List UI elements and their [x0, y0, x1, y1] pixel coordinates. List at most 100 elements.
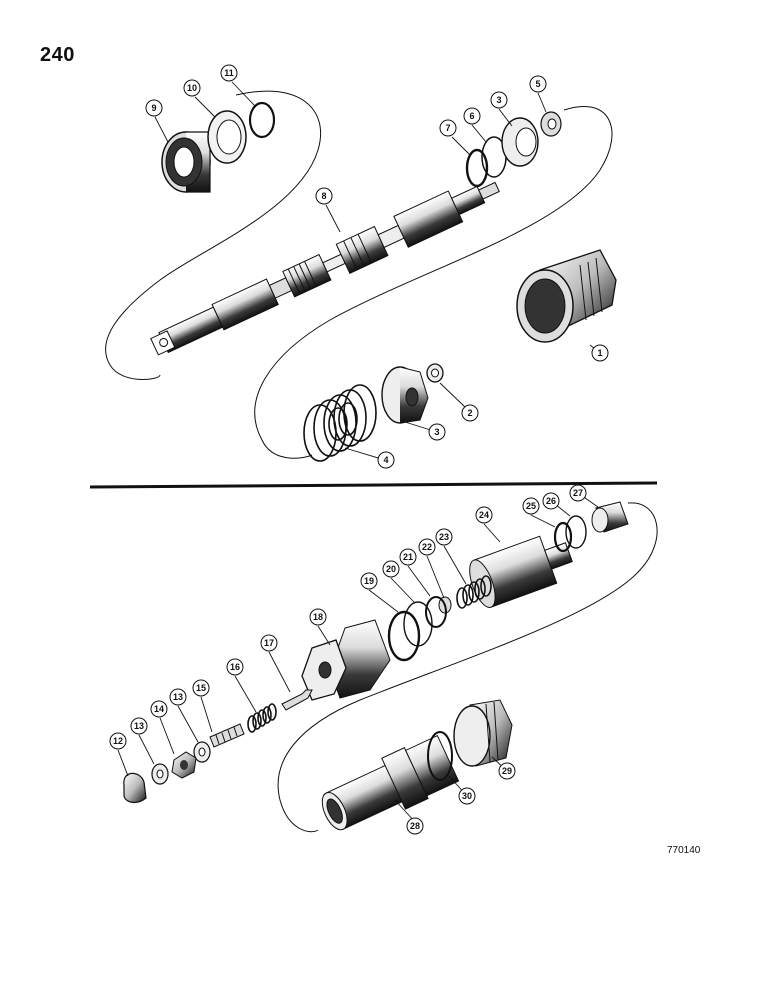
callout-5: 5: [529, 75, 547, 93]
callout-11-label: 11: [224, 68, 234, 78]
callout-30: 30: [458, 787, 476, 805]
part-13-washer-right: [193, 741, 211, 763]
callout-22: 22: [418, 538, 436, 556]
lower-assembly: [117, 492, 658, 833]
callout-3-upper-label: 3: [496, 95, 501, 105]
callout-10-label: 10: [187, 83, 197, 93]
part-9-gland: [161, 131, 211, 193]
part-5-washer: [540, 111, 562, 137]
part-10-washer: [207, 110, 247, 164]
callout-1: 1: [591, 344, 609, 362]
callout-15: 15: [192, 679, 210, 697]
callout-19-label: 19: [364, 576, 374, 586]
callout-7: 7: [439, 119, 457, 137]
callout-28-label: 28: [410, 821, 420, 831]
callout-21: 21: [399, 548, 417, 566]
callout-25-label: 25: [526, 501, 536, 511]
part-18-hex-plug: [301, 619, 391, 701]
part-29-threaded-plug: [453, 699, 513, 767]
callout-13-left-label: 13: [134, 721, 144, 731]
callout-12: 12: [109, 732, 127, 750]
callout-14-label: 14: [154, 704, 164, 714]
part-27-bushing: [591, 501, 629, 533]
callout-28: 28: [406, 817, 424, 835]
part-25-o-ring: [553, 521, 573, 553]
part-8-spool: [150, 181, 500, 356]
callout-5-label: 5: [535, 79, 540, 89]
callout-15-label: 15: [196, 683, 206, 693]
callout-17: 17: [260, 634, 278, 652]
part-15-set-screw: [209, 723, 245, 748]
callout-27-label: 27: [573, 488, 583, 498]
part-13-washer-left: [151, 763, 169, 785]
callout-23: 23: [435, 528, 453, 546]
callout-27: 27: [569, 484, 587, 502]
figure-id: 770140: [667, 845, 701, 856]
page-number: 240: [40, 44, 75, 66]
callout-13-left: 13: [130, 717, 148, 735]
callout-16: 16: [226, 658, 244, 676]
callout-9-label: 9: [151, 103, 156, 113]
callout-18: 18: [309, 608, 327, 626]
callout-21-label: 21: [403, 552, 413, 562]
part-12-acorn-nut: [123, 772, 147, 804]
section-divider: [89, 481, 658, 489]
callout-3-upper: 3: [490, 91, 508, 109]
part-28-sleeve: [321, 734, 460, 831]
callout-25: 25: [522, 497, 540, 515]
part-16-spring: [247, 703, 277, 733]
part-1-end-cap: [516, 249, 617, 343]
part-14-nut: [171, 751, 197, 779]
callout-30-label: 30: [462, 791, 472, 801]
callout-10: 10: [183, 79, 201, 97]
part-17-pin: [281, 689, 313, 711]
callout-22-label: 22: [422, 542, 432, 552]
callout-3-lower-label: 3: [434, 427, 439, 437]
part-19-o-ring: [387, 610, 421, 662]
callout-14: 14: [150, 700, 168, 718]
callout-24-label: 24: [479, 510, 489, 520]
callout-26-label: 26: [546, 496, 556, 506]
callout-3-lower: 3: [428, 423, 446, 441]
callout-18-label: 18: [313, 612, 323, 622]
callout-16-label: 16: [230, 662, 240, 672]
callout-23-label: 23: [439, 532, 449, 542]
callout-2-label: 2: [467, 408, 472, 418]
callout-17-label: 17: [264, 638, 274, 648]
part-21-o-ring: [425, 596, 447, 628]
callout-4: 4: [377, 451, 395, 469]
part-23-spring: [456, 575, 492, 609]
upper-left-group-line: [105, 90, 322, 380]
callout-20-label: 20: [386, 564, 396, 574]
callout-2: 2: [461, 404, 479, 422]
part-4-spring-set: [303, 384, 377, 462]
callout-19: 19: [360, 572, 378, 590]
callout-1-label: 1: [597, 348, 602, 358]
callout-9: 9: [145, 99, 163, 117]
callout-29-label: 29: [502, 766, 512, 776]
callout-20: 20: [382, 560, 400, 578]
part-2-washer: [426, 363, 444, 383]
part-3-spring-seat-upper: [501, 117, 539, 167]
callout-7-label: 7: [445, 123, 450, 133]
callout-8: 8: [315, 187, 333, 205]
part-26-backup-ring: [565, 515, 587, 549]
callout-8-label: 8: [321, 191, 326, 201]
callout-13-right-label: 13: [173, 692, 183, 702]
upper-right-group-line: [254, 105, 613, 459]
lower-group-line: [277, 502, 658, 833]
callout-6-label: 6: [469, 111, 474, 121]
callout-29: 29: [498, 762, 516, 780]
part-3-spring-seat-lower: [381, 366, 429, 424]
callout-13-right: 13: [169, 688, 187, 706]
callout-6: 6: [463, 107, 481, 125]
part-7-o-ring: [465, 148, 489, 188]
part-30-o-ring: [427, 731, 453, 781]
callout-24: 24: [475, 506, 493, 524]
callout-11: 11: [220, 64, 238, 82]
upper-assembly: [105, 81, 617, 462]
callout-4-label: 4: [383, 455, 388, 465]
callout-12-label: 12: [113, 736, 123, 746]
